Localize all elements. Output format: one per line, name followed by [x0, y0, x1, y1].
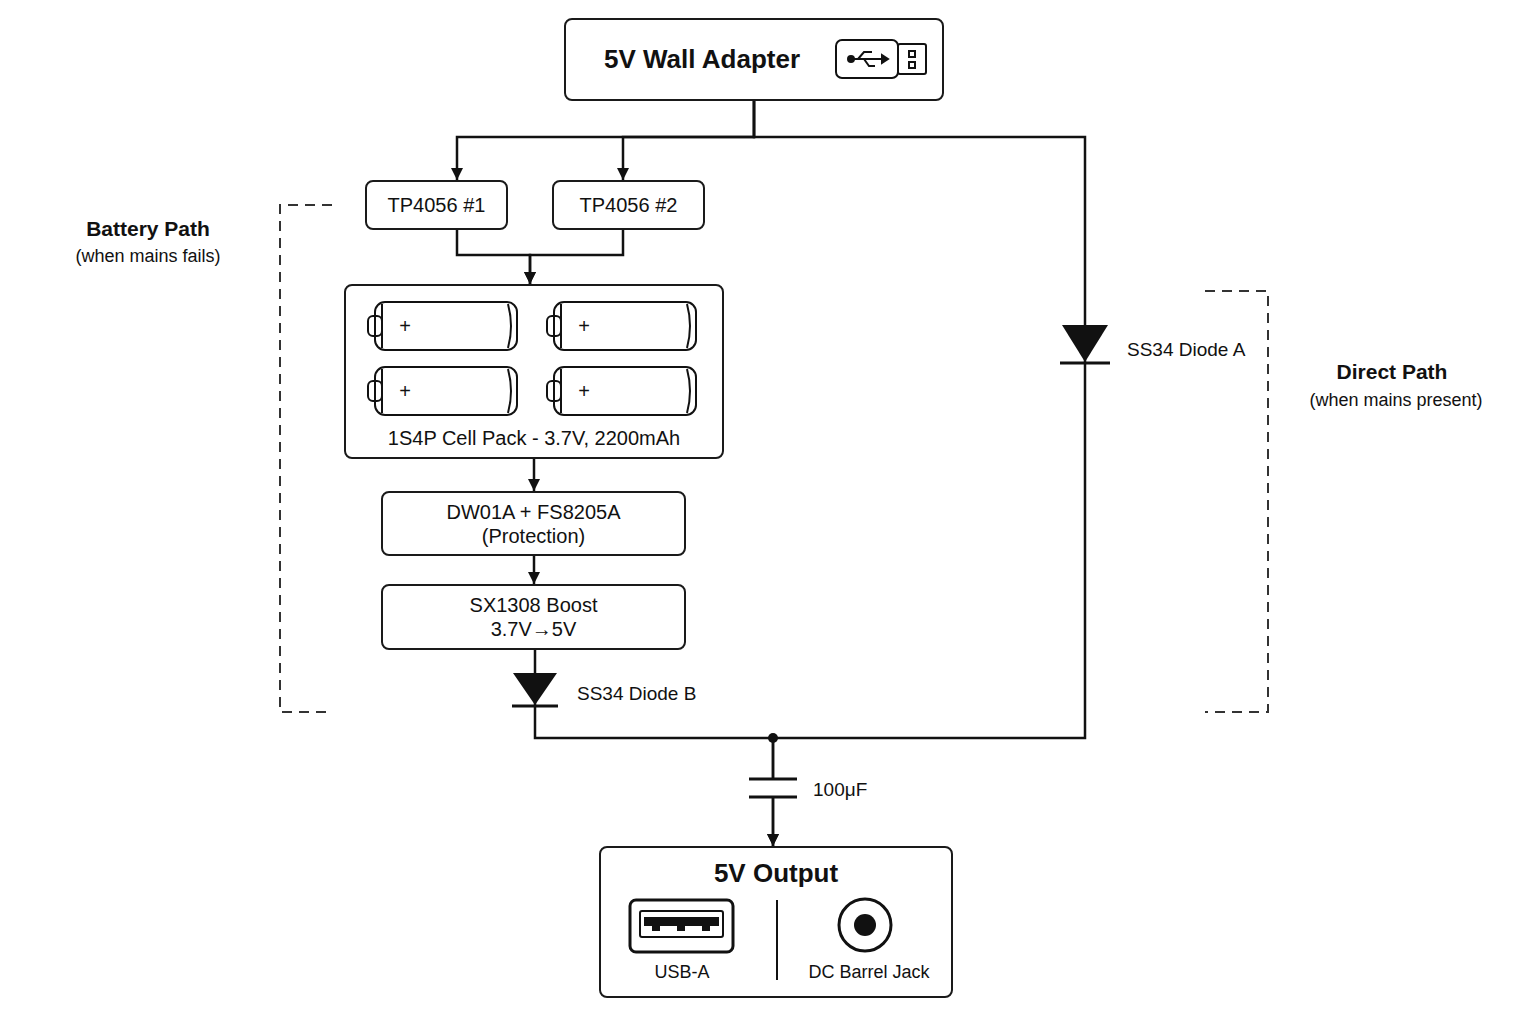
annotation-label: SS34 Diode A: [1127, 339, 1245, 362]
node-text: SX1308 Boost: [470, 593, 598, 617]
annotation-label: 100μF: [813, 779, 867, 802]
wire-connector: [535, 650, 773, 846]
node-text: (Protection): [482, 524, 585, 548]
node-text: TP4056 #2: [580, 193, 678, 217]
annotation-label: SS34 Diode B: [577, 683, 696, 706]
polarity-mark: +: [578, 379, 590, 403]
process-box: 5V Wall Adapter: [564, 18, 944, 101]
wire-connector: [457, 230, 530, 284]
node-text: 1S4P Cell Pack - 3.7V, 2200mAh: [388, 426, 680, 450]
wire-connector: [530, 230, 623, 284]
annotation-label: (when mains present): [1309, 390, 1482, 412]
process-box: DW01A + FS8205A(Protection): [381, 491, 686, 556]
junction-dot: [768, 733, 778, 743]
polarity-mark: +: [399, 379, 411, 403]
node-text: 5V Output: [714, 858, 838, 889]
node-text: 3.7V→5V: [491, 617, 577, 641]
divider-line: [776, 900, 778, 980]
annotation-label: USB-A: [654, 962, 709, 984]
wire-connector: [754, 101, 1085, 846]
annotation-label: (when mains fails): [75, 246, 220, 268]
usb-a-port: [630, 900, 733, 952]
polarity-mark: +: [578, 314, 590, 338]
wire-connector: [457, 101, 754, 180]
capacitor-symbol: [749, 779, 797, 797]
node-text: 5V Wall Adapter: [604, 44, 800, 75]
annotation-label: Direct Path: [1337, 359, 1448, 384]
usb-plug-icon: [836, 40, 926, 78]
battery-cells: [368, 302, 696, 415]
diode-symbol: [512, 673, 558, 706]
annotation-label: DC Barrel Jack: [808, 962, 929, 984]
process-box: TP4056 #1: [365, 180, 508, 230]
process-box: 1S4P Cell Pack - 3.7V, 2200mAh: [344, 284, 724, 459]
wire-connector: [533, 556, 536, 584]
polarity-mark: +: [399, 314, 411, 338]
process-box: TP4056 #2: [552, 180, 705, 230]
wire-connector: [533, 459, 536, 491]
process-box: SX1308 Boost3.7V→5V: [381, 584, 686, 650]
annotation-label: Battery Path: [86, 216, 210, 241]
wire-connector: [623, 101, 754, 180]
barrel-jack: [839, 899, 891, 951]
node-text: DW01A + FS8205A: [447, 500, 621, 524]
node-text: TP4056 #1: [388, 193, 486, 217]
diode-symbol: [1060, 325, 1110, 363]
battery-bracket: [280, 205, 332, 712]
